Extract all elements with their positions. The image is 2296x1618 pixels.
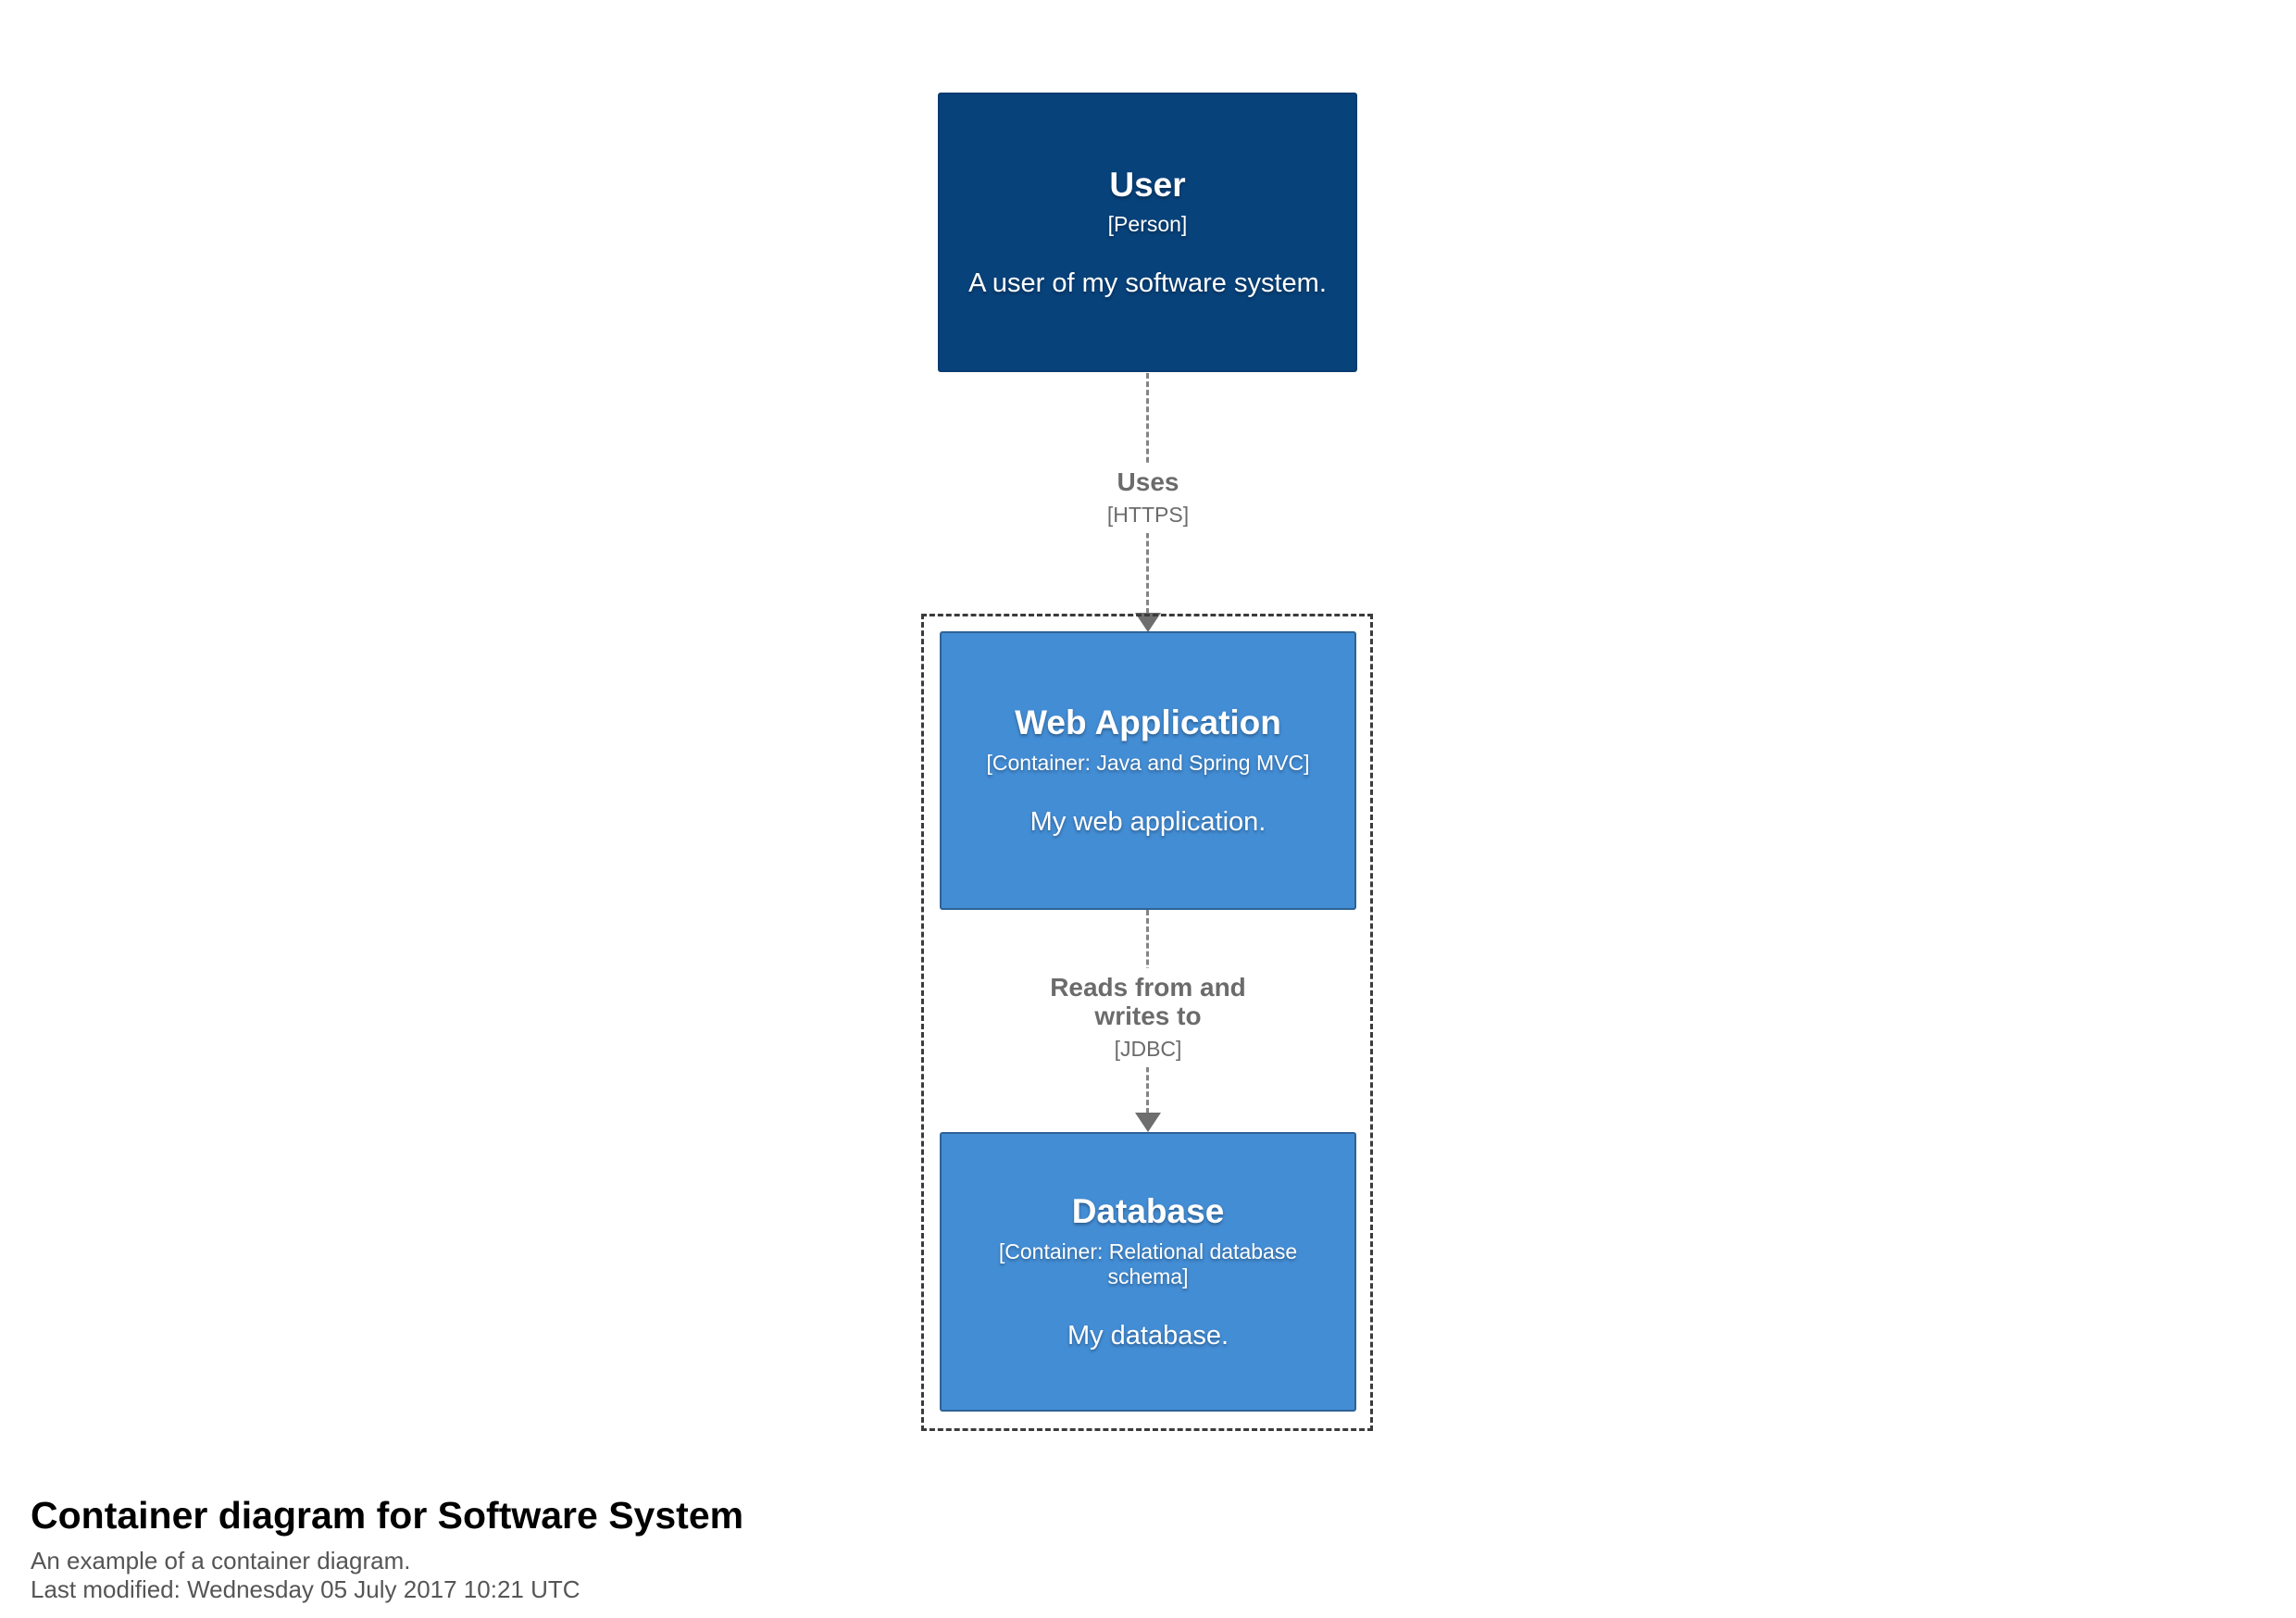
relationship-technology: [JDBC] (1114, 1036, 1182, 1061)
person-user-description: A user of my software system. (968, 268, 1327, 299)
container-box-database: Database [Container: Relational database… (940, 1132, 1356, 1412)
arrowhead-down-icon (1135, 1113, 1161, 1132)
diagram-title: Container diagram for Software System (31, 1494, 744, 1537)
container-database-description: My database. (1067, 1320, 1229, 1350)
relationship-technology: [HTTPS] (1106, 502, 1190, 527)
person-user-meta: [Person] (1107, 212, 1188, 237)
arrowhead-down-icon (1135, 613, 1161, 632)
container-database-meta: [Container: Relational database schema] (998, 1238, 1298, 1288)
person-box-user: User [Person] A user of my software syst… (938, 93, 1357, 372)
relationship-label-webapp-to-database: Reads from and writes to [JDBC] (1025, 968, 1271, 1067)
diagram-last-modified: Last modified: Wednesday 05 July 2017 10… (31, 1574, 580, 1603)
relationship-name: Uses (1117, 467, 1179, 496)
container-webapp-name: Web Application (1015, 703, 1281, 742)
diagram-footer: Container diagram for Software System An… (31, 1494, 743, 1603)
person-user-name: User (1109, 165, 1186, 204)
container-database-name: Database (1071, 1192, 1225, 1231)
relationship-name: Reads from and writes to (1050, 973, 1246, 1030)
diagram-description: An example of a container diagram. (31, 1547, 411, 1575)
software-system-boundary (921, 614, 1373, 1431)
container-webapp-meta: [Container: Java and Spring MVC] (986, 750, 1310, 775)
container-box-web-application: Web Application [Container: Java and Spr… (940, 631, 1356, 910)
container-webapp-description: My web application. (1029, 806, 1267, 837)
relationship-label-user-to-webapp: Uses [HTTPS] (1099, 463, 1197, 533)
